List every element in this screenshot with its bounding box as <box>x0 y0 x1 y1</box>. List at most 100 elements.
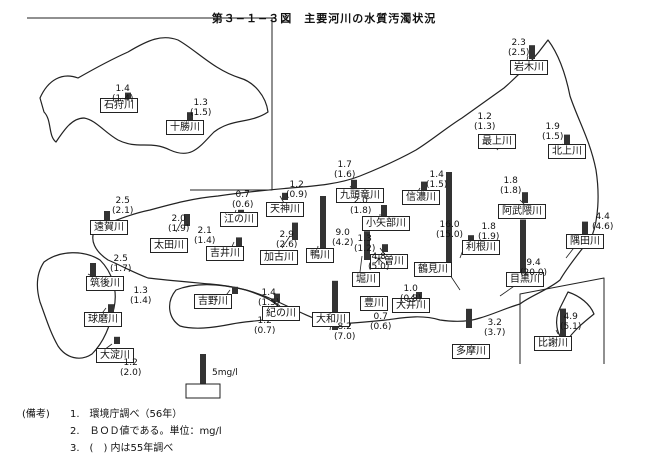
river-values-23: 2.5(1.7) <box>110 254 131 274</box>
river-values-31: 8.2(7.0) <box>334 322 355 342</box>
value-current: 2.3 <box>511 38 526 48</box>
value-current: 4.9 <box>563 312 578 322</box>
river-values-6: 1.7(1.6) <box>334 160 355 180</box>
bar-2 <box>187 112 193 120</box>
river-values-22: 9.4(20.0) <box>520 258 547 278</box>
value-previous: (15.0) <box>436 230 464 240</box>
bar-29 <box>416 292 422 298</box>
value-previous: (2.5) <box>508 48 530 58</box>
value-previous: (1.9) <box>168 224 190 234</box>
river-values-29: 1.0(0.8) <box>400 284 421 304</box>
value-current: 1.2 <box>289 180 304 190</box>
bar-30 <box>466 308 472 328</box>
river-label-24: 球磨川 <box>84 312 122 327</box>
bar-21 <box>446 172 452 268</box>
river-label-10: 阿武隈川 <box>498 204 546 219</box>
bar-6 <box>351 179 357 190</box>
river-values-26: 1.2(0.7) <box>254 316 275 336</box>
river-values-12: 2.5(2.1) <box>112 196 133 216</box>
value-current: 1.9 <box>545 122 560 132</box>
river-values-2: 1.3(1.5) <box>190 98 211 118</box>
river-values-15: 2.1(1.4) <box>194 226 215 246</box>
river-values-8: 2.0(1.8) <box>350 196 371 216</box>
value-current: 1.7 <box>337 160 352 170</box>
river-values-24: 1.3(1.4) <box>130 286 151 306</box>
legend-bar <box>200 354 206 384</box>
river-label-6: 九頭竜川 <box>336 188 384 203</box>
river-values-27: 1.4(1.5) <box>258 288 279 308</box>
value-current: 9.4 <box>526 258 541 268</box>
value-previous: (3.7) <box>484 328 506 338</box>
bar-24 <box>108 304 114 312</box>
value-previous: (4.6) <box>592 222 614 232</box>
value-current: 1.3 <box>357 234 372 244</box>
value-current: 0.7 <box>373 312 388 322</box>
bar-22 <box>520 219 526 276</box>
river-label-15: 吉井川 <box>206 246 244 261</box>
value-current: 2.1 <box>197 226 212 236</box>
value-current: 2.0 <box>171 214 186 224</box>
bar-31 <box>332 280 338 330</box>
value-current: 1.2 <box>257 316 272 326</box>
note-line-3: 3. ( ) 内は55年調べ <box>70 443 174 454</box>
river-values-20: 4.8(5.0) <box>368 252 389 272</box>
river-values-25: 1.2(2.0) <box>120 358 141 378</box>
river-values-13: 2.0(1.9) <box>168 214 189 234</box>
value-current: 2.0 <box>353 196 368 206</box>
river-label-5: 北上川 <box>548 144 586 159</box>
value-previous: (2.0) <box>120 368 142 378</box>
hokkaido-outline <box>39 37 269 154</box>
river-values-28: 0.7(0.6) <box>370 312 391 332</box>
value-current: 1.3 <box>133 286 148 296</box>
river-values-5: 1.9(1.5) <box>542 122 563 142</box>
value-current: 1.2 <box>477 112 492 122</box>
bar-7 <box>421 181 427 190</box>
river-label-8: 小矢部川 <box>362 216 410 231</box>
river-values-18: 9.0(4.2) <box>332 228 353 248</box>
river-label-12: 遠賀川 <box>90 220 128 235</box>
value-previous: (0.6) <box>370 322 392 332</box>
river-values-7: 1.4(1.5) <box>426 170 447 190</box>
value-previous: (1.2) <box>354 244 376 254</box>
value-previous: (4.2) <box>332 238 354 248</box>
value-current: 1.4 <box>261 288 276 298</box>
value-previous: (1.8) <box>500 186 522 196</box>
river-values-9: 1.8(1.9) <box>478 222 499 242</box>
river-label-18: 鴨川 <box>306 248 334 263</box>
bar-14 <box>238 209 244 214</box>
river-values-3: 2.3(2.5) <box>508 38 529 58</box>
bar-1 <box>125 92 131 101</box>
river-label-25: 大淀川 <box>96 348 134 363</box>
value-current: 2.9 <box>279 230 294 240</box>
note-line-2: 2. ＢＯＤ値である。単位：mg/l <box>70 426 222 437</box>
bar-26 <box>232 286 238 294</box>
chart-title: 第３−１−３図 主要河川の水質汚濁状況 <box>211 12 437 25</box>
note-line-1: 1. 環境庁調べ（56年） <box>70 409 183 420</box>
river-label-19: 木曽川 <box>370 254 408 269</box>
river-label-3: 岩木川 <box>510 60 548 75</box>
bar-3 <box>529 45 535 59</box>
value-current: 4.4 <box>595 212 610 222</box>
value-current: 3.2 <box>487 318 502 328</box>
river-values-30: 3.2(3.7) <box>484 318 505 338</box>
river-label-32: 比謝川 <box>534 336 572 351</box>
river-values-16: 1.2(0.9) <box>286 180 307 200</box>
river-values-1: 1.4(1.4) <box>112 84 133 104</box>
river-label-21: 鶴見川 <box>414 262 452 277</box>
river-label-27: 紀の川 <box>262 306 300 321</box>
honshu-outline <box>92 39 599 325</box>
hokkaido-inset-frame <box>27 17 273 191</box>
river-label-1: 石狩川 <box>100 98 138 113</box>
bar-23 <box>90 263 96 278</box>
river-values-32: 4.9(5.1) <box>560 312 581 332</box>
value-current: 1.8 <box>481 222 496 232</box>
river-label-29: 大井川 <box>392 298 430 313</box>
river-label-30: 多摩川 <box>452 344 490 359</box>
river-label-16: 天神川 <box>266 202 304 217</box>
river-label-4: 最上川 <box>478 134 516 149</box>
river-label-17: 加古川 <box>260 250 298 265</box>
value-previous: (1.8) <box>350 206 372 216</box>
value-current: 1.4 <box>429 170 444 180</box>
bar-10 <box>522 192 528 203</box>
river-label-28: 豊川 <box>360 296 388 311</box>
